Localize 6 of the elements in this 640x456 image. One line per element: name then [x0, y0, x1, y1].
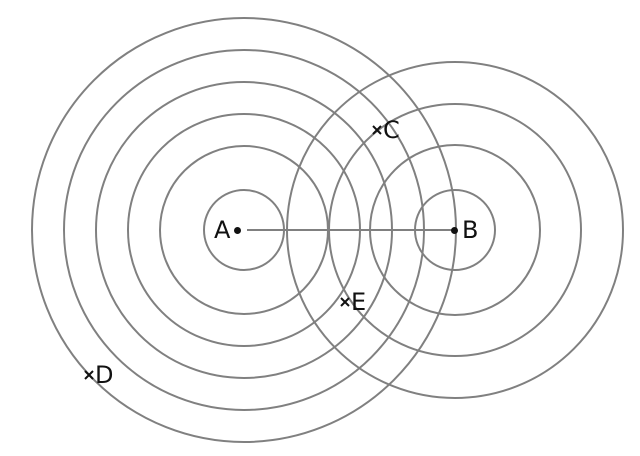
connecting-line — [247, 229, 452, 231]
point-label: E — [351, 287, 366, 317]
point-label: A — [214, 215, 230, 245]
point-label: B — [462, 215, 478, 245]
point-label: D — [95, 360, 114, 390]
point-label: C — [383, 115, 400, 145]
